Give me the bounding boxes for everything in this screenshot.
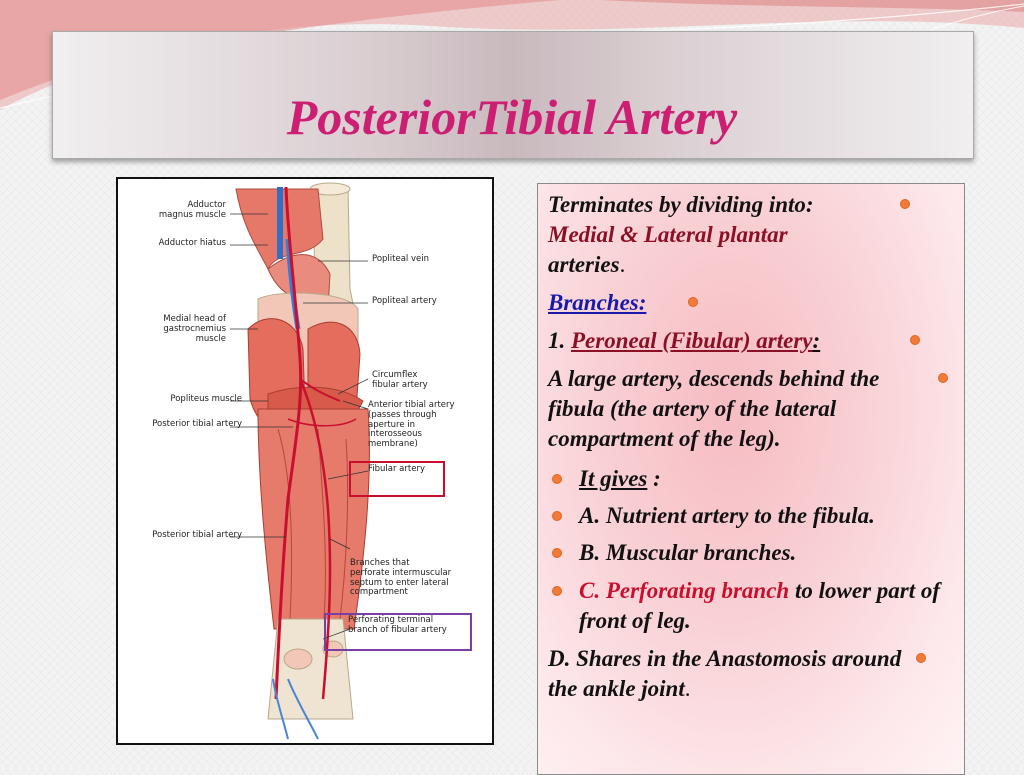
anatomy-figure: Adductor magnus muscle Adductor hiatus P… [116,177,494,745]
bullet-dot [552,586,562,596]
bullet-dot [552,548,562,558]
peroneal-artery-term: Peroneal (Fibular) artery [571,328,813,353]
label-anterior-tibial: Anterior tibial artery (passes through a… [368,400,455,450]
label-popliteus: Popliteus muscle [170,394,242,404]
label-medial-head-gastrocnemius: Medial head of gastrocnemius muscle [163,314,226,344]
label-popliteal-artery: Popliteal artery [372,296,437,306]
it-gives-term: It gives [579,466,648,491]
label-posterior-tibial-1: Posterior tibial artery [152,419,242,429]
item-nutrient-artery: A. Nutrient artery to the fibula. [579,503,875,528]
arteries-word: arteries [548,252,620,277]
anastomosis-period: . [684,676,691,701]
text-panel: Terminates by dividing into: Medial & La… [537,183,965,775]
terminates-period: . [619,252,626,277]
bullet-dot [900,199,910,209]
bullet-dot [910,335,920,345]
leg-illustration [230,182,370,740]
branches-heading: Branches: [548,290,647,315]
perforating-branch-highlight [324,613,472,651]
branches-heading-line: Branches: [548,288,918,318]
label-adductor-magnus: Adductor magnus muscle [158,200,226,220]
it-gives-colon: : [647,466,661,491]
item-anastomosis: D. Shares in the Anastomosis around the … [548,644,918,704]
bullet-dot [938,373,948,383]
perforating-branch-term: C. Perforating branch [579,578,790,603]
label-perforating-branch: Perforating terminal branch of fibular a… [348,615,447,635]
anastomosis-text: D. Shares in the Anastomosis around the … [548,646,902,701]
item-muscular-branches: B. Muscular branches. [579,540,797,565]
it-gives-line: It gives : [579,464,959,494]
peroneal-heading-line: 1. Peroneal (Fibular) artery: [548,326,918,356]
fibular-artery-highlight [349,461,445,497]
label-posterior-tibial-2: Posterior tibial artery [152,530,242,540]
peroneal-number: 1. [548,328,571,353]
bullet-dot [552,511,562,521]
label-fibular-artery: Fibular artery [368,464,425,474]
bullet-dot [916,653,926,663]
label-adductor-hiatus: Adductor hiatus [158,238,226,248]
terminates-lead: Terminates by dividing into: [548,192,814,217]
slide-title: PosteriorTibial Artery [286,89,738,145]
perforating-branch-tail: to lower part of front of leg. [579,578,941,633]
label-popliteal-vein: Popliteal vein [372,254,429,264]
label-circumflex-fibular: Circumflex fibular artery [372,370,428,390]
paragraph-terminates: Terminates by dividing into: Medial & La… [548,190,918,280]
peroneal-description: A large artery, descends behind the fibu… [548,366,880,451]
item-perforating-branch: C. Perforating branch to lower part of f… [579,576,959,636]
label-branches-septum: Branches that perforate intermuscular se… [350,558,452,598]
title-box [52,31,974,159]
bullet-dot [688,297,698,307]
plantar-arteries-term: Medial & Lateral plantar [548,222,788,247]
bullet-dot [552,474,562,484]
peroneal-colon: : [812,328,821,353]
